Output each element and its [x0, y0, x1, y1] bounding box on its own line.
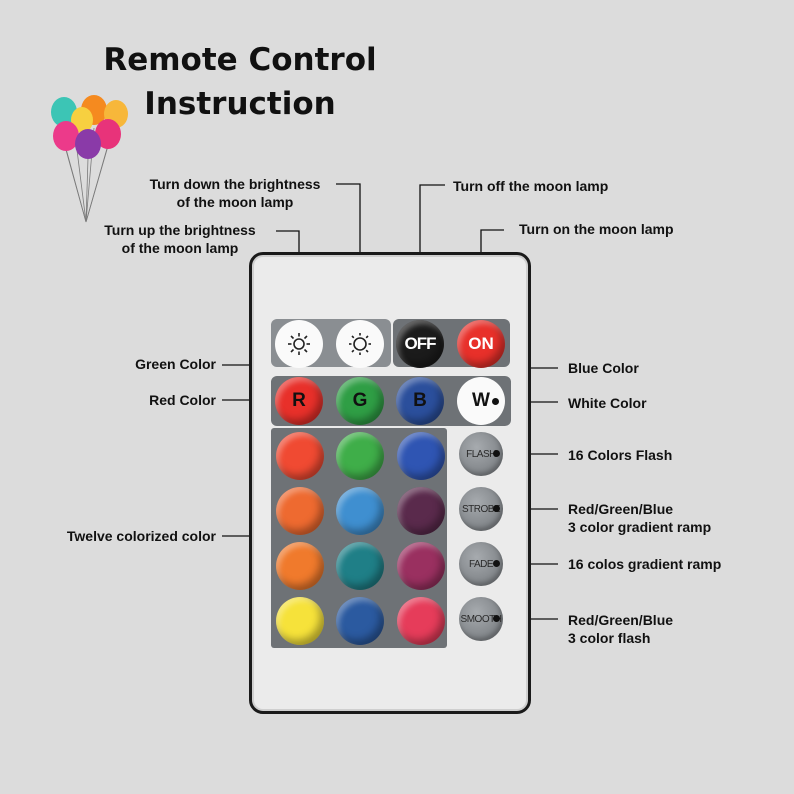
- title-line-2: Instruction: [144, 86, 336, 122]
- callout-fade: 16 colos gradient ramp: [568, 556, 722, 572]
- callout-dot: [493, 615, 500, 622]
- callout-on: Turn on the moon lamp: [519, 221, 674, 237]
- color-button-9[interactable]: [397, 542, 445, 590]
- callout-dot: [492, 398, 499, 405]
- blue-button[interactable]: B: [396, 377, 444, 425]
- color-button-4[interactable]: [276, 487, 324, 535]
- callout-strobe-line-1: Red/Green/Blue: [568, 501, 674, 517]
- callout-brightness-up-line-1: Turn up the brightness: [104, 222, 256, 238]
- color-button-2[interactable]: [336, 432, 384, 480]
- brightness-down-button[interactable]: [336, 320, 384, 368]
- off-button[interactable]: OFF: [396, 320, 444, 368]
- color-button-11[interactable]: [336, 597, 384, 645]
- callout-blue: Blue Color: [568, 360, 639, 376]
- callout-smooth-line-1: Red/Green/Blue: [568, 612, 674, 628]
- color-button-6[interactable]: [397, 487, 445, 535]
- callout-flash: 16 Colors Flash: [568, 447, 673, 463]
- title-line-1: Remote Control: [103, 42, 377, 78]
- callout-brightness-up: Turn up the brightness of the moon lamp: [88, 221, 272, 257]
- green-button[interactable]: G: [336, 377, 384, 425]
- callout-twelve: Twelve colorized color: [66, 528, 216, 544]
- color-button-5[interactable]: [336, 487, 384, 535]
- color-button-8[interactable]: [336, 542, 384, 590]
- red-button[interactable]: R: [275, 377, 323, 425]
- sun-icon: [288, 333, 310, 355]
- callout-dot: [493, 560, 500, 567]
- color-button-10[interactable]: [276, 597, 324, 645]
- callout-strobe: Red/Green/Blue 3 color gradient ramp: [568, 500, 711, 536]
- callout-smooth: Red/Green/Blue 3 color flash: [568, 611, 673, 647]
- callout-strobe-line-2: 3 color gradient ramp: [568, 519, 712, 535]
- color-button-3[interactable]: [397, 432, 445, 480]
- callout-white: White Color: [568, 395, 647, 411]
- callout-dot: [493, 450, 500, 457]
- balloons-icon: [51, 95, 128, 223]
- callout-brightness-down-line-1: Turn down the brightness: [149, 176, 321, 192]
- callout-smooth-line-2: 3 color flash: [568, 630, 651, 646]
- callout-red: Red Color: [149, 392, 216, 408]
- callout-brightness-down: Turn down the brightness of the moon lam…: [130, 175, 340, 211]
- color-button-1[interactable]: [276, 432, 324, 480]
- callout-off: Turn off the moon lamp: [453, 178, 609, 194]
- brightness-up-button[interactable]: [275, 320, 323, 368]
- callout-brightness-down-line-2: of the moon lamp: [176, 194, 294, 210]
- callout-brightness-up-line-2: of the moon lamp: [121, 240, 239, 256]
- callout-green: Green Color: [135, 356, 216, 372]
- page-title: Remote Control Instruction: [80, 38, 400, 126]
- color-button-7[interactable]: [276, 542, 324, 590]
- sun-icon: [349, 333, 371, 355]
- callout-dot: [493, 505, 500, 512]
- on-button[interactable]: ON: [457, 320, 505, 368]
- color-button-12[interactable]: [397, 597, 445, 645]
